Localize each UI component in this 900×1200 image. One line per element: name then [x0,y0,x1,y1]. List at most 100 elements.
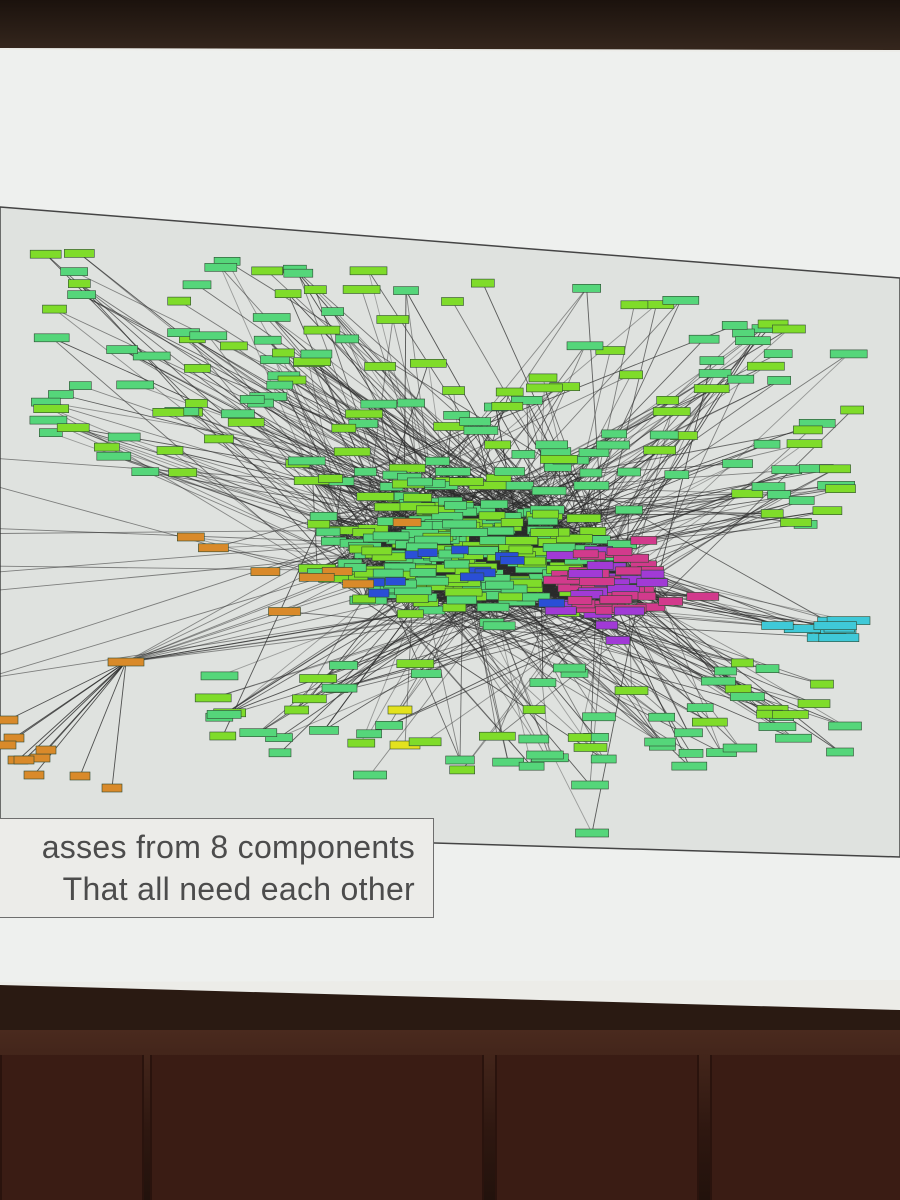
graph-edge [54,308,362,550]
graph-node [546,550,578,560]
graph-edge [207,335,380,555]
graph-node [206,710,242,719]
graph-node [470,278,495,288]
graph-node [300,349,333,359]
graph-node [518,734,550,744]
graph-node [674,728,703,738]
graph-node [644,737,676,747]
graph-node [556,534,593,544]
graph-node [510,395,543,405]
graph-node [177,532,205,542]
graph-node [268,607,301,616]
graph-node [463,426,499,435]
graph-node [321,683,358,693]
graph-node [772,710,809,719]
graph-node [342,579,375,589]
graph-node [364,362,396,371]
graph-node [613,606,645,616]
graph-node [354,467,377,477]
graph-node [466,546,499,556]
graph-node [813,621,857,631]
wall-panel [495,1055,699,1200]
graph-node [518,761,545,771]
graph-node [106,345,138,354]
graph-edge [542,468,836,522]
graph-node [797,699,831,708]
graph-node [529,678,557,687]
graph-node [573,743,608,752]
graph-node [571,780,609,790]
graph-node [566,341,604,351]
graph-edge [403,290,407,498]
graph-edge [266,270,530,514]
graph-node [352,770,387,780]
graph-node [107,432,141,442]
graph-node [727,374,755,384]
graph-node [387,705,413,715]
graph-node [395,594,429,603]
graph-node [819,464,851,474]
graph-node [786,439,823,449]
graph-node [658,597,684,606]
graph-node [293,357,331,367]
graph-node [449,765,476,775]
graph-node [596,440,630,450]
graph-node [194,693,232,703]
graph-node [407,477,433,487]
graph-node [397,609,424,619]
graph-edge [544,488,841,533]
graph-node [699,356,725,365]
graph-node [69,381,92,390]
graph-node [578,577,615,586]
graph-node [227,417,265,427]
graph-edge [125,604,589,663]
graph-node [116,380,154,390]
graph-node [356,492,395,501]
graph-node [107,657,145,667]
graph-node [38,428,63,438]
graph-node [329,660,358,670]
graph-edge [5,661,127,746]
graph-node [442,603,467,612]
graph-node [303,325,341,335]
graph-node [761,621,794,630]
graph-node [567,595,593,605]
graph-node [287,456,326,466]
graph-node [185,398,208,408]
graph-node [706,748,737,757]
graph-node [840,405,865,415]
graph-node [698,369,732,378]
graph-node [542,543,576,552]
graph-node [307,519,331,529]
graph-node [567,733,592,742]
graph-node [747,361,785,371]
graph-node [579,526,607,536]
graph-edge [0,529,346,534]
graph-node [722,459,753,468]
graph-node [372,568,404,578]
graph-node [775,733,812,743]
graph-node [648,712,676,722]
graph-node [532,509,559,519]
graph-node [485,580,514,590]
graph-node [409,568,437,577]
graph-node [331,423,357,433]
graph-node [435,467,471,476]
graph-node [23,770,45,780]
graph-node [605,635,631,645]
graph-node [825,484,856,494]
graph-node [361,546,393,556]
graph-node [152,407,185,417]
graph-node [818,633,860,643]
graph-node [13,755,35,765]
graph-node [347,738,376,748]
graph-node [265,733,293,742]
graph-node [572,283,602,293]
graph-node [480,499,509,509]
graph-node [410,669,442,679]
graph-node [535,440,569,450]
graph-node [730,692,765,702]
graph-node [476,602,510,612]
graph-node [189,331,228,341]
